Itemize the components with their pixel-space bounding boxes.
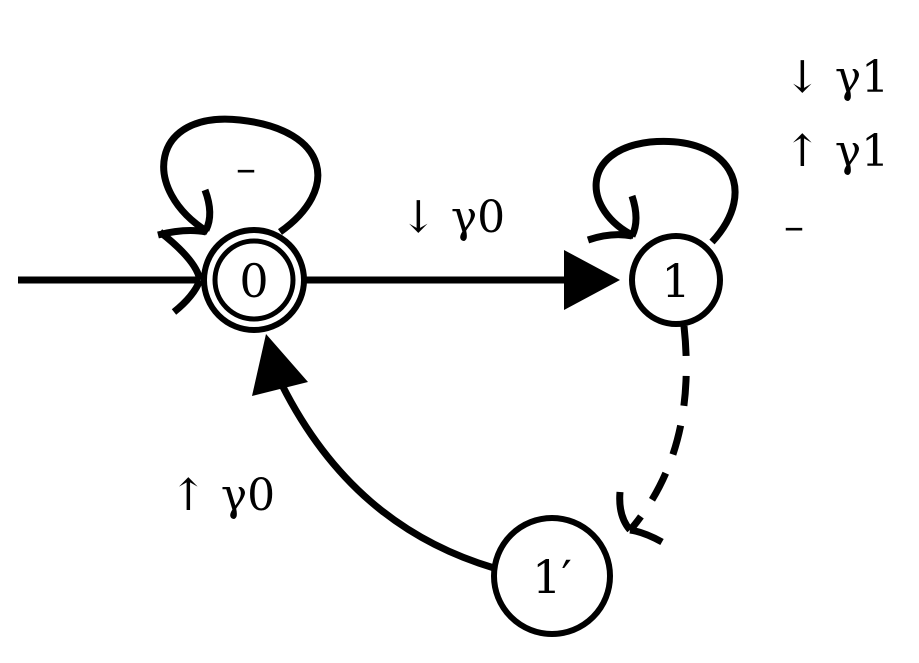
edge-0-to-1 bbox=[304, 250, 620, 310]
edge-1p-to-0-label: ↑ γ0 bbox=[170, 470, 275, 521]
loop-1-label-none: – bbox=[784, 204, 804, 250]
state-1-label: 1 bbox=[661, 254, 690, 308]
edge-0-to-1-label: ↓ γ0 bbox=[400, 192, 505, 243]
state-0-label: 0 bbox=[239, 254, 268, 308]
loop-0-label: – bbox=[236, 146, 256, 192]
edge-1p-to-0 bbox=[252, 334, 496, 572]
state-1-prime: 1′ bbox=[491, 515, 613, 637]
loop-1-label-up: ↑ γ1 bbox=[784, 126, 889, 177]
loop-0-edge bbox=[157, 115, 322, 239]
state-1: 1 bbox=[629, 233, 723, 327]
edge-1-to-1p bbox=[616, 325, 690, 546]
state-1-prime-label: 1′ bbox=[532, 550, 572, 604]
loop-1-label-down: ↓ γ1 bbox=[784, 52, 889, 103]
state-0: 0 bbox=[201, 227, 307, 333]
initial-arrow bbox=[18, 229, 204, 315]
loop-1-edge bbox=[586, 137, 739, 245]
